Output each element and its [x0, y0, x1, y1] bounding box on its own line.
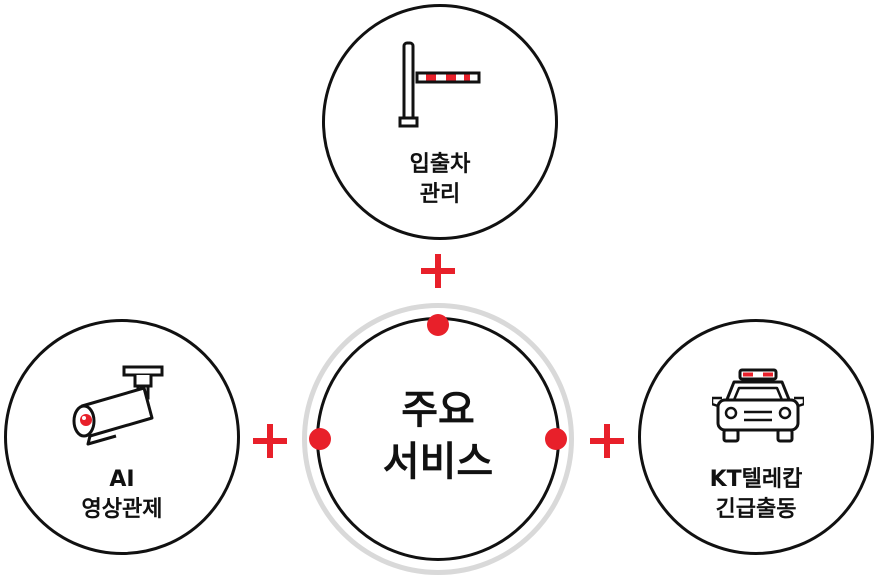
cctv-camera-icon	[72, 365, 164, 446]
service-label-entry-exit: 입출차 관리	[340, 150, 540, 210]
service-label-line1: AI	[109, 467, 135, 492]
parking-gate-icon	[398, 41, 481, 128]
service-label-emergency: KT텔레캅 긴급출동	[656, 465, 856, 525]
service-label-line2: 영상관제	[81, 497, 163, 522]
center-title-line2: 서비스	[382, 439, 494, 485]
service-label-ai-video: AI 영상관제	[22, 465, 222, 525]
service-circle-emergency	[638, 319, 874, 555]
service-label-line2: 긴급출동	[715, 497, 797, 522]
service-circle-ai-video	[4, 319, 240, 555]
service-label-line2: 관리	[419, 182, 461, 207]
plus-icon-right	[590, 424, 624, 458]
center-title-line1: 주요	[401, 387, 475, 433]
connector-dot-left	[309, 428, 331, 450]
center-title: 주요 서비스	[338, 384, 538, 488]
connector-dot-top	[427, 314, 449, 336]
plus-icon-left	[253, 424, 287, 458]
service-label-line1: 입출차	[409, 152, 471, 177]
plus-icon-top	[421, 254, 455, 288]
connector-dot-right	[545, 428, 567, 450]
service-label-line1: KT텔레캅	[709, 467, 803, 492]
police-car-icon	[712, 368, 804, 443]
service-circle-entry-exit	[322, 4, 558, 240]
center-circle	[316, 317, 560, 561]
center-outer-ring	[302, 303, 574, 575]
